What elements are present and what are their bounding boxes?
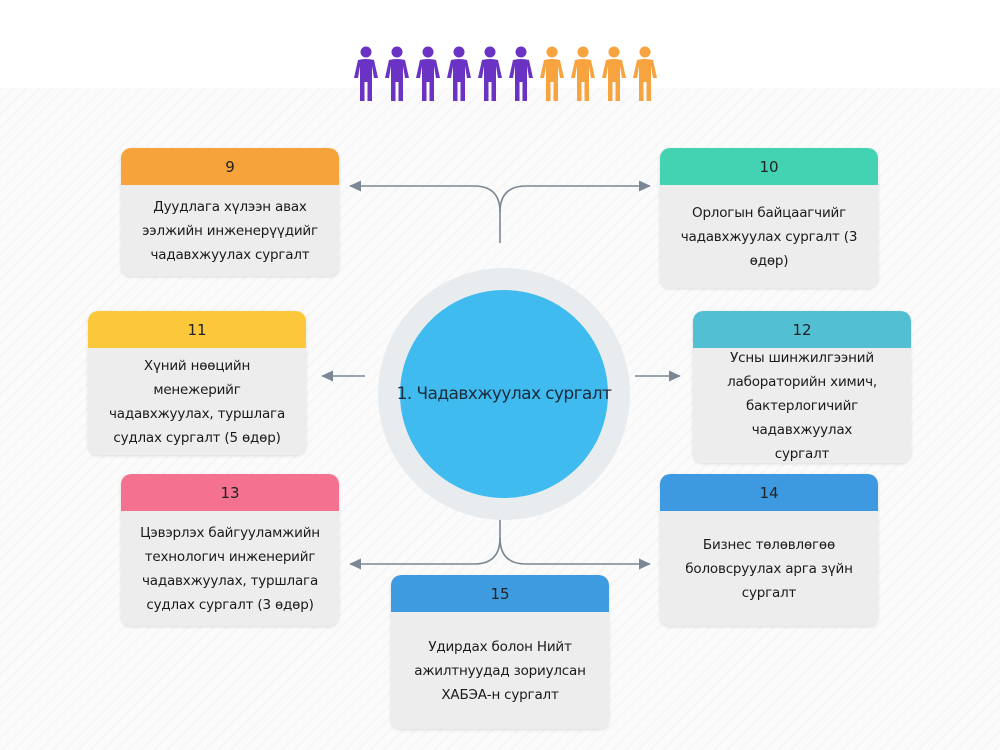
card-9: 9 Дуудлага хүлээн авах ээлжийн инженерүү… <box>121 148 339 276</box>
card-11-text: Хүний нөөцийн менежерийг чадавхжуулах, т… <box>108 357 286 446</box>
card-10-text: Орлогын байцаагчийг чадавхжуулах сургалт… <box>680 204 858 269</box>
card-12-number: 12 <box>792 320 812 339</box>
card-9-text: Дуудлага хүлээн авах ээлжийн инженерүүди… <box>142 198 318 263</box>
card-15-header: 15 <box>391 575 609 612</box>
center-label: 1. Чадавхжуулах сургалт <box>396 384 612 404</box>
card-12-header: 12 <box>693 311 911 348</box>
card-13: 13 Цэвэрлэх байгууламжийн технологич инж… <box>121 474 339 626</box>
card-14: 14 Бизнес төлөвлөгөө боловсруулах арга з… <box>660 474 878 626</box>
connector-top-stem <box>349 180 501 243</box>
person-icon <box>602 46 626 101</box>
card-14-text: Бизнес төлөвлөгөө боловсруулах арга зүйн… <box>685 536 853 601</box>
card-13-header: 13 <box>121 474 339 511</box>
card-15-text: Удирдах болон Нийт ажилтнуудад зориулсан… <box>414 638 586 703</box>
person-icon <box>447 46 471 101</box>
card-11-number: 11 <box>187 320 207 339</box>
card-9-header: 9 <box>121 148 339 185</box>
connector-top-right <box>499 180 651 213</box>
person-icon <box>509 46 533 101</box>
card-14-number: 14 <box>759 483 779 502</box>
card-10-number: 10 <box>759 157 779 176</box>
person-icon <box>540 46 564 101</box>
card-13-text: Цэвэрлэх байгууламжийн технологич инжене… <box>140 524 320 613</box>
person-icon <box>354 46 378 101</box>
card-10-header: 10 <box>660 148 878 185</box>
card-10: 10 Орлогын байцаагчийг чадавхжуулах сург… <box>660 148 878 288</box>
card-12: 12 Усны шинжилгээний лабораторийн химич,… <box>693 311 911 463</box>
card-12-text: Усны шинжилгээний лабораторийн химич, ба… <box>727 349 877 462</box>
card-15-number: 15 <box>490 584 510 603</box>
person-icon <box>478 46 502 101</box>
card-15: 15 Удирдах болон Нийт ажилтнуудад зориул… <box>391 575 609 729</box>
person-icon <box>633 46 657 101</box>
person-icon <box>571 46 595 101</box>
card-11: 11 Хүний нөөцийн менежерийг чадавхжуулах… <box>88 311 306 455</box>
person-icon <box>416 46 440 101</box>
card-13-number: 13 <box>220 483 240 502</box>
card-9-number: 9 <box>225 157 235 176</box>
center-circle: 1. Чадавхжуулах сургалт <box>397 290 612 498</box>
connector-bottom-right <box>499 537 651 570</box>
card-14-header: 14 <box>660 474 878 511</box>
people-row <box>352 46 662 106</box>
card-11-header: 11 <box>88 311 306 348</box>
person-icon <box>385 46 409 101</box>
